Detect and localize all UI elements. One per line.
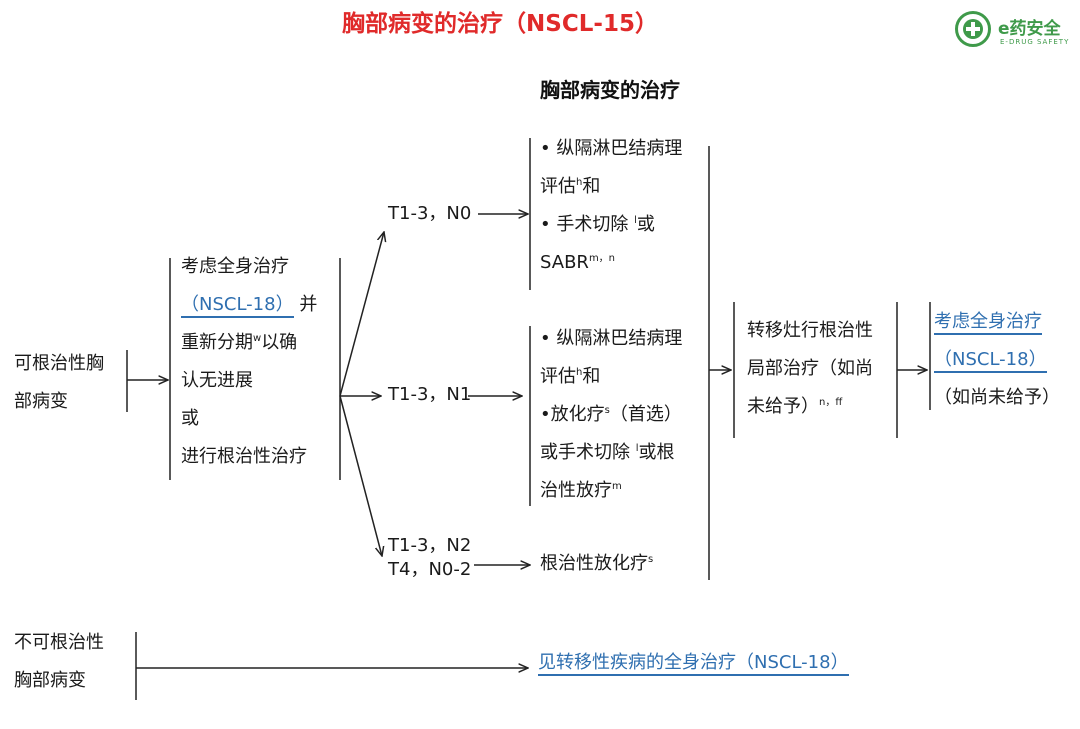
curable-lesion-label: 可根治性胸 部病变: [14, 353, 104, 412]
n1-treatment-block: • 纵隔淋巴结病理 评估h和 •放化疗s（首选） 或手术切除 l或根 治性放疗m: [540, 328, 683, 501]
final-block: 考虑全身治疗 （NSCL-18） （如尚未给予）: [934, 303, 1060, 417]
column-heading: 胸部病变的治疗: [540, 78, 680, 102]
consider-systemic-block: 考虑全身治疗 （NSCL-18） 并 重新分期w以确 认无进展 或 进行根治性治…: [181, 256, 318, 467]
metastatic-systemic-link[interactable]: 见转移性疾病的全身治疗（NSCL-18）: [538, 652, 849, 676]
stage-n2-label: T1-3，N2 T4，N0-2: [388, 535, 472, 580]
logo-subtext: E-DRUG SAFETY: [1000, 38, 1070, 46]
logo-text: e药安全: [998, 19, 1061, 39]
arrow-to-n2: [339, 395, 382, 556]
metastasis-therapy-block: 转移灶行根治性 局部治疗（如尚 未给予）n，ff: [747, 320, 873, 417]
arrow-to-n0: [339, 232, 384, 397]
final-note: （如尚未给予）: [934, 387, 1060, 408]
consider-systemic-link[interactable]: 考虑全身治疗: [934, 311, 1042, 335]
incurable-lesion-label: 不可根治性 胸部病变: [14, 632, 104, 691]
nscl18-link[interactable]: （NSCL-18）: [181, 294, 294, 318]
stage-n1-label: T1-3，N1: [388, 384, 472, 405]
n2-treatment-label: 根治性放化疗s: [540, 553, 654, 574]
metastatic-systemic-link-wrap: 见转移性疾病的全身治疗（NSCL-18）: [538, 644, 849, 682]
stage-n0-label: T1-3，N0: [388, 203, 472, 224]
n0-treatment-block: • 纵隔淋巴结病理 评估h和 • 手术切除 l或 SABRm，n: [540, 138, 683, 273]
page-title: 胸部病变的治疗（NSCL-15）: [342, 11, 658, 37]
medical-cross-icon: [955, 11, 991, 47]
nscl18-final-link[interactable]: （NSCL-18）: [934, 349, 1047, 373]
logo: e药安全 E-DRUG SAFETY: [952, 8, 1072, 52]
